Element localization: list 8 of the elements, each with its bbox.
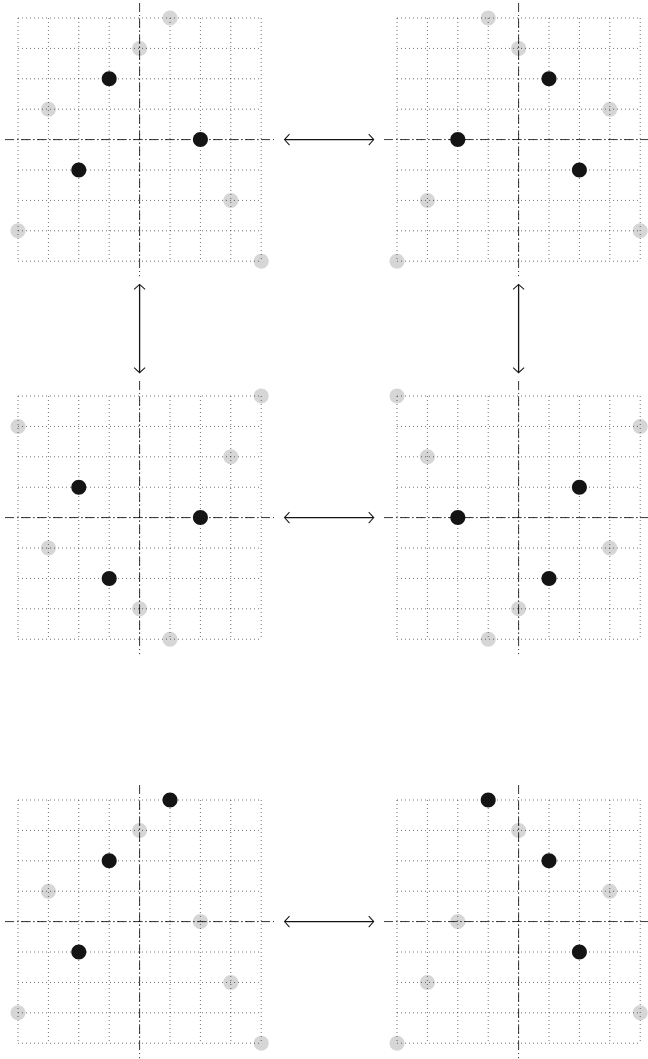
dot-grid-drawing xyxy=(383,784,648,1059)
dot-grid-drawing xyxy=(383,2,648,277)
double-arrow xyxy=(133,284,146,374)
double-arrow xyxy=(512,284,525,374)
dot-grid-drawing xyxy=(383,380,648,655)
double-arrow xyxy=(284,511,375,524)
double-arrow xyxy=(284,915,375,928)
double-arrow xyxy=(284,133,375,146)
